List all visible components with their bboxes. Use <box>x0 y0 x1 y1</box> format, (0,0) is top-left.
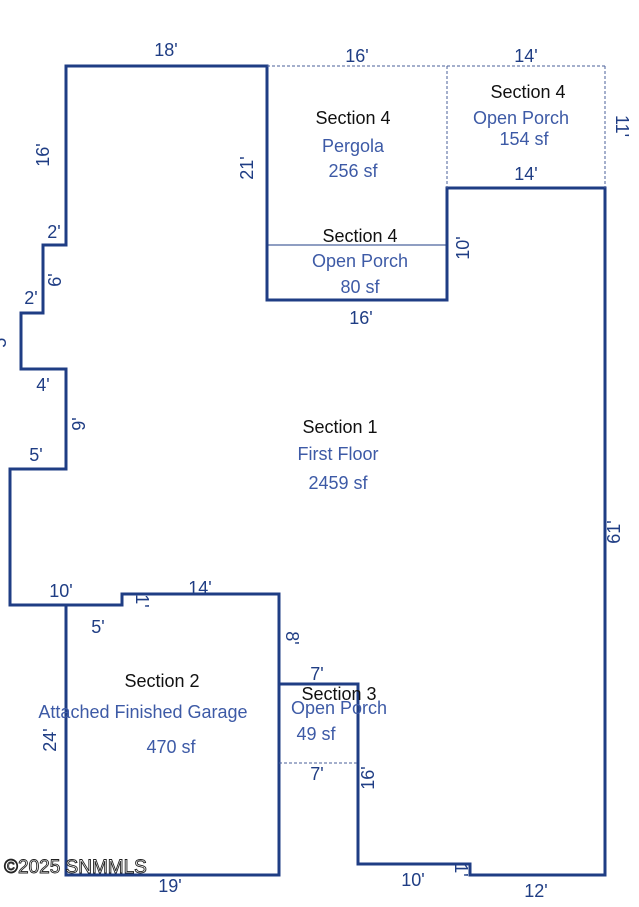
first-floor-section-area: 2459 sf <box>308 473 368 493</box>
dim-porch-11: 11' <box>612 115 632 137</box>
dim-left-6: 6' <box>45 273 65 286</box>
garage-outline <box>64 592 281 877</box>
dim-garage-bottom-19: 19' <box>158 876 181 896</box>
first-floor-section-title: Section 1 <box>302 417 377 437</box>
dim-porch3-16: 16' <box>358 766 378 789</box>
garage-section-title: Section 2 <box>124 671 199 691</box>
first-floor-section-name: First Floor <box>298 444 379 464</box>
dim-left-2b: 2' <box>24 288 37 308</box>
dim-porch-14: 14' <box>514 164 537 184</box>
porch3-section-area: 49 sf <box>296 724 336 744</box>
garage-section-name: Attached Finished Garage <box>38 702 247 722</box>
dim-left-2a: 2' <box>47 222 60 242</box>
dim-porch-bottom-16: 16' <box>349 308 372 328</box>
dim-garage-24: 24' <box>40 728 60 751</box>
dim-porch3-bottom-7: 7' <box>310 764 323 784</box>
porch80-section-title: Section 4 <box>322 226 397 246</box>
dim-left-16: 16' <box>33 143 53 166</box>
porch154-section-name: Open Porch <box>473 108 569 128</box>
pergola-section-name: Pergola <box>322 136 385 156</box>
porch80-section-area: 80 sf <box>340 277 380 297</box>
porch154-section-title: Section 4 <box>490 82 565 102</box>
porch3-section-name: Open Porch <box>291 698 387 718</box>
pergola-section-area: 256 sf <box>328 161 378 181</box>
dim-garage-step-1: 1' <box>132 594 152 607</box>
dim-porch-10: 10' <box>453 236 473 259</box>
porch3-outline <box>279 682 360 864</box>
garage-section-area: 470 sf <box>146 737 196 757</box>
dim-left-5: 5' <box>0 334 10 347</box>
dim-porch3-top-7: 7' <box>310 664 323 684</box>
dim-garage-8: 8' <box>282 631 302 644</box>
dim-bottom-10: 10' <box>401 870 424 890</box>
dim-ff-bottom-10: 10' <box>49 581 72 601</box>
dim-top-mid: 16' <box>345 46 368 66</box>
copyright-watermark: ©2025 SNMMLS <box>4 857 147 878</box>
dim-bottom-step-1: 1' <box>451 863 471 876</box>
dim-garage-5: 5' <box>91 617 104 637</box>
pergola-section-title: Section 4 <box>315 108 390 128</box>
dim-left-9: 9' <box>69 417 89 430</box>
dim-top-right: 14' <box>514 46 537 66</box>
dim-bottom-12: 12' <box>524 881 547 901</box>
dim-left-5b: 5' <box>29 445 42 465</box>
porch154-section-area: 154 sf <box>499 129 549 149</box>
porch80-section-name: Open Porch <box>312 251 408 271</box>
porch3-section-title: Section 3 <box>301 684 376 704</box>
first-floor-outline <box>8 64 607 877</box>
dim-garage-top-14: 14' <box>188 578 211 598</box>
dim-top-left: 18' <box>154 40 177 60</box>
dim-left-4: 4' <box>36 375 49 395</box>
dim-pergola-21: 21' <box>237 156 257 179</box>
dim-right-61: 61' <box>604 520 624 543</box>
